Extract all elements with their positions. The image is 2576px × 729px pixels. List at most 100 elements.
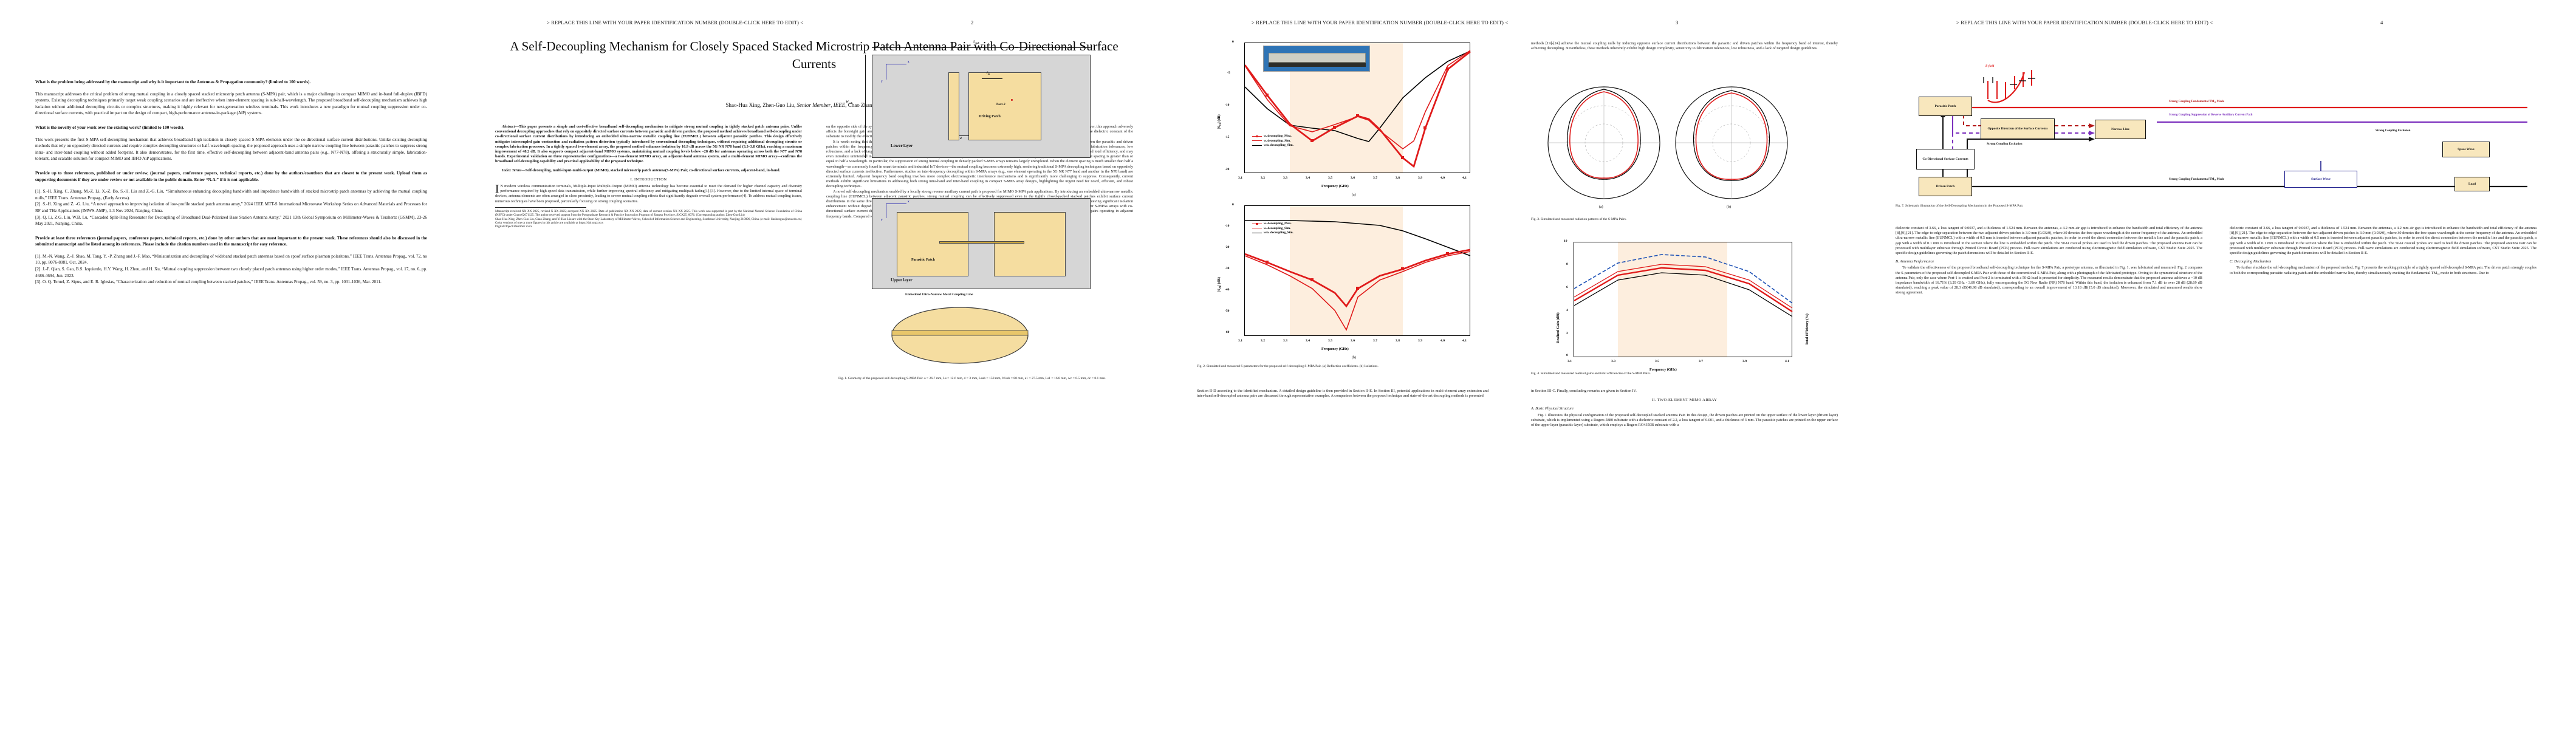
- intro-paragraph-1-text: N modern wireless communication terminal…: [495, 184, 802, 204]
- figure-3-caption: Fig. 3. Simulated and measured radiation…: [1531, 217, 1627, 221]
- gain-xtick-2: 3.5: [1655, 360, 1659, 363]
- section-heading-introduction: I. INTRODUCTION: [630, 177, 667, 182]
- s11-ytick-2: -10: [1225, 103, 1230, 107]
- gain-ytick-1: 2: [1566, 332, 1568, 335]
- s21-panel-label: (b): [1352, 356, 1356, 360]
- chart-s11: w. decoupling_Mea. w. decoupling_Sim. w/…: [1197, 38, 1488, 220]
- chart-s21-legend: w. decoupling_Mea. w. decoupling_Sim. w/…: [1252, 222, 1293, 236]
- s11-xtick-5: 3.6: [1351, 176, 1355, 180]
- subsection-heading-antenna-performance: B. Antenna Performance: [1896, 259, 1934, 264]
- s11-xtick-6: 3.7: [1373, 176, 1377, 180]
- s21-xtick-6: 3.7: [1373, 339, 1377, 343]
- prototype-board-edge: [1269, 63, 1366, 67]
- page-number-3: 3: [1676, 19, 1679, 26]
- s21-xtick-3: 3.4: [1306, 339, 1310, 343]
- running-head-page3: > REPLACE THIS LINE WITH YOUR PAPER IDEN…: [1252, 19, 1509, 26]
- legend-item-b0: w. decoupling_Mea.: [1252, 222, 1293, 225]
- s21-ytick-3: -30: [1225, 267, 1230, 270]
- d-dim-line: [959, 135, 969, 136]
- embedded-narrow-coupling-line: [939, 241, 1024, 244]
- label-strong-tm-bottom: Strong Coupling Fundamental TM₁₀ Mode: [2169, 178, 2224, 181]
- port-2-label: Port-2: [996, 103, 1005, 106]
- gain-ytick-5: 10: [1564, 239, 1567, 243]
- s11-xtick-4: 3.5: [1328, 176, 1332, 180]
- x-axis-label-lower: x: [908, 60, 909, 64]
- x-axis-label-upper: x: [908, 200, 909, 204]
- page2-column-1: Abstract—This paper presents a simple an…: [495, 125, 802, 708]
- s11-xtick-7: 3.8: [1396, 176, 1400, 180]
- detail-circle-svg: [891, 307, 1029, 364]
- s21-xtick-4: 3.5: [1328, 339, 1332, 343]
- y-axis-label-upper: y: [881, 218, 883, 222]
- chart-gain-band-highlight: [1618, 242, 1727, 357]
- gain-ytick-3: 6: [1566, 286, 1568, 289]
- node-space-wave: Space Wave: [2442, 142, 2490, 157]
- node-driven-patch: Driven Patch: [1919, 177, 1972, 196]
- p3c2-paragraph-a: methods [19]-[24] achieve the mutual cou…: [1531, 41, 1838, 51]
- cover-other-ref-1: [1]. M.-N. Wang, Z.-J. Shao, M. Tang, Y.…: [35, 253, 427, 265]
- figure-1-upper-layer: Parasitic Patch Upper layer x y Embedded…: [838, 188, 1124, 316]
- legend-item-2: w/o. decoupling_Sim.: [1252, 143, 1293, 147]
- substrate-upper: Parasitic Patch Upper layer x y: [872, 198, 1091, 289]
- drop-cap-i: I: [495, 183, 499, 196]
- p3c2-section-ref: in Section III-C. Finally, concluding re…: [1531, 389, 1637, 393]
- parasitic-patch-left: [897, 212, 968, 276]
- page-1: What is the problem being addressed by t…: [0, 0, 462, 729]
- abstract-text: This paper presents a simple and cost-ef…: [495, 125, 802, 164]
- legend-item-b1: w. decoupling_Sim.: [1252, 227, 1293, 230]
- node-narrow-line: Narrow Line: [2095, 120, 2146, 139]
- chart-s11-photo-inset: [1263, 46, 1370, 72]
- figure-2-caption: Fig. 2. Simulated and measured S-paramet…: [1197, 364, 1379, 368]
- s11-x-axis-title: Frequency (GHz): [1321, 185, 1349, 188]
- substrate-lower: Port-2 Driving Patch Lower layer x y fm …: [872, 55, 1091, 158]
- s21-xtick-0: 3.1: [1238, 339, 1242, 343]
- legend-item-1: w. decoupling_Sim.: [1252, 139, 1293, 143]
- cover-answer-2: This work presents the first S-MPA self-…: [35, 137, 427, 162]
- page3-column-2: methods [19]-[24] achieve the mutual cou…: [1531, 41, 1838, 51]
- gain-xtick-5: 4.1: [1785, 360, 1789, 363]
- p4c1-paragraph-a: dielectric constant of 3.66, a loss tang…: [1896, 226, 2202, 256]
- s21-xtick-2: 3.3: [1283, 339, 1287, 343]
- legend-swatch-wo: [1252, 145, 1262, 146]
- cover-question-2: What is the novelty of your work over th…: [35, 125, 185, 130]
- p3c1-secD: Section II-D according to the identified…: [1197, 389, 1488, 399]
- legend-swatch-sim: [1252, 140, 1262, 141]
- legend-swatch-mea: [1252, 135, 1262, 137]
- s21-ytick-2: -20: [1225, 245, 1230, 249]
- s11-xtick-9: 4.0: [1440, 176, 1445, 180]
- wsub-dim-line: [865, 55, 866, 158]
- cover-letter: What is the problem being addressed by t…: [35, 79, 427, 291]
- s21-ytick-1: -10: [1225, 224, 1230, 228]
- gain-xtick-4: 3.9: [1742, 360, 1747, 363]
- s11-ytick-0: 0: [1232, 40, 1234, 44]
- gain-xtick-0: 3.1: [1567, 360, 1572, 363]
- fm-dim-line: [982, 78, 1002, 79]
- s11-xtick-1: 3.2: [1261, 176, 1265, 180]
- page4-column-2: dielectric constant of 3.66, a loss tang…: [2230, 226, 2537, 276]
- chart-s21-band-highlight: [1290, 206, 1403, 335]
- s21-xtick-7: 3.8: [1396, 339, 1400, 343]
- p3c2-paragraph-basic: Fig. 1 illustrates the physical configur…: [1531, 412, 1838, 428]
- footnote-color-versions: Color versions of one or more figures in…: [495, 221, 604, 225]
- s21-x-axis-title: Frequency (GHz): [1321, 347, 1349, 351]
- lsub-label: Lsub: [973, 40, 979, 45]
- figure-7-edges: [1941, 70, 2527, 188]
- s21-xtick-1: 3.2: [1261, 339, 1265, 343]
- p4c2-paragraph-b: To further elucidate the self-decoupling…: [2230, 265, 2537, 275]
- s11-ytick-1: -5: [1227, 71, 1230, 75]
- index-terms-label: Index Terms—: [502, 168, 526, 173]
- page-3: > REPLACE THIS LINE WITH YOUR PAPER IDEN…: [1166, 0, 1871, 729]
- chart-s21-plot-area: w. decoupling_Mea. w. decoupling_Sim. w/…: [1244, 205, 1471, 336]
- efficiency-y-axis-title: Total Efficiency (%): [1806, 313, 1809, 345]
- gain-x-axis-title: Frequency (GHz): [1649, 368, 1677, 372]
- p4c2-paragraph-a: dielectric constant of 3.66, a loss tang…: [2230, 226, 2537, 256]
- abstract-label: Abstract—: [502, 125, 519, 129]
- footnote-rule: [495, 207, 586, 208]
- node-co-directional-currents: Co-Directional Surface Currents: [1916, 149, 1975, 169]
- chart-s21: w. decoupling_Mea. w. decoupling_Sim. w/…: [1197, 200, 1488, 383]
- legend-item-b2: w/o. decoupling_Sim.: [1252, 231, 1293, 234]
- wsub-label: Wsub: [846, 100, 853, 105]
- chart-s11-curves: [1245, 50, 1471, 168]
- s11-xtick-0: 3.1: [1238, 176, 1242, 180]
